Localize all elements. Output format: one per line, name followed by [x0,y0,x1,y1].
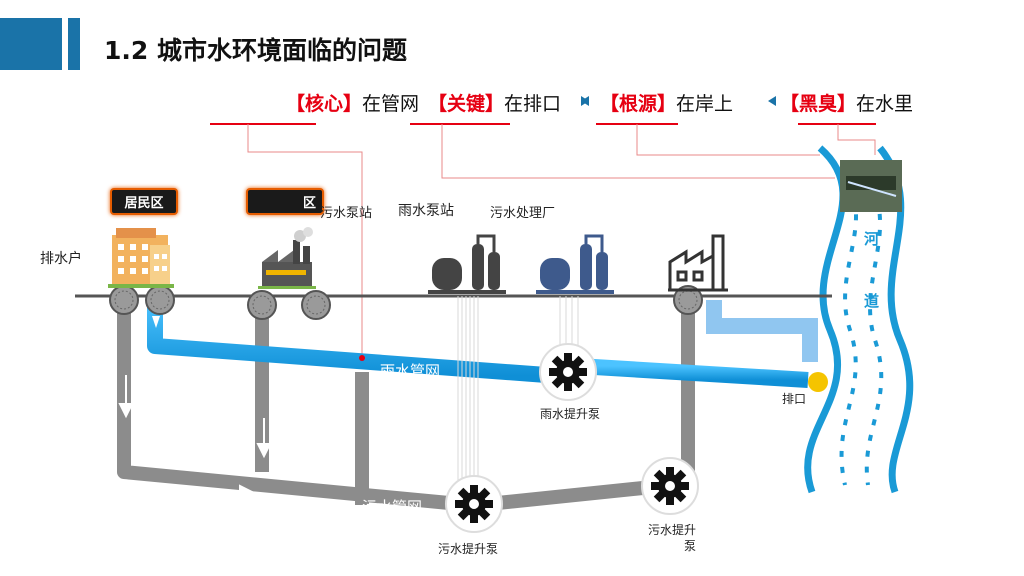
residential-badge: 居民区 [110,188,178,215]
header-core: 【核心】在管网 [286,93,420,115]
header-root: 【根源】在岸上 [600,93,734,115]
plant-drop-lines [457,296,579,505]
gear-icon [445,475,503,533]
header-black-odor: 【黑臭】在水里 [780,93,914,115]
rain-pump-station-label: 雨水泵站 [398,203,454,219]
outfall-point [808,372,828,392]
header-key: 【关键】在排口 [428,93,562,115]
manhole-icon [301,290,331,320]
leader-dot [359,355,365,361]
manhole-icon [673,285,703,315]
river-label-1: 河 [864,230,880,248]
factory-icon [258,227,316,289]
arrow-left-icon [581,96,589,106]
sewage-pipe-label: 污水管网 [362,498,423,516]
manhole-icon [247,290,277,320]
industrial-badge: 区 [246,188,324,215]
sewage-plant-label: 污水处理厂 [490,206,556,221]
rain-pipe-label: 雨水管网 [380,362,441,380]
manhole-icon [145,285,175,315]
outfall-label: 排口 [782,392,807,406]
outfall-pipe [706,300,818,362]
factory-outline-icon [668,234,728,292]
sewage-flow-arrows [118,375,272,500]
sewage-pump-station-label: 污水泵站 [320,206,373,221]
river-label-2: 道 [864,292,880,310]
sewage-pipe-network [117,300,695,512]
residential-building-icon [108,228,174,288]
title-accent-block [0,18,62,70]
page-title: 1.2 城市水环境面临的问题 [104,36,407,65]
rain-lift-pump-label: 雨水提升泵 [540,407,601,421]
manhole-icon [109,285,139,315]
sewage-lift-pump-label: 污水提升泵 [438,542,499,556]
leader-lines [247,124,876,358]
gear-icon [539,343,597,401]
rain-pump-station-icon [428,234,506,294]
title-accent-bar [68,18,80,70]
rain-flow-arrows [152,316,320,330]
sewage-lift-pump-label-2: 污水提升 泵 [648,523,697,553]
sewage-plant-icon [536,234,614,294]
drain-household-label: 排水户 [40,251,82,267]
gear-icon [641,457,699,515]
arrow-left-icon [768,96,776,106]
